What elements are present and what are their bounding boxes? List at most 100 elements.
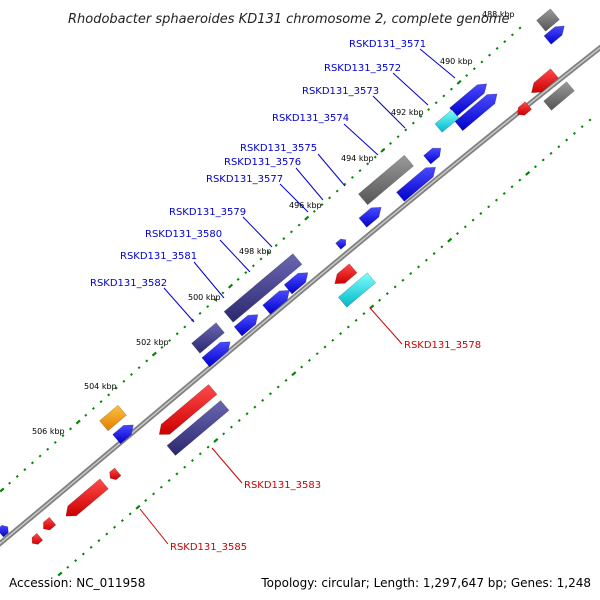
tick-mark-outer (160, 345, 164, 349)
tick-label-504: 504 kbp (84, 382, 117, 391)
tick-mark-outer (206, 305, 210, 309)
tick-mark-outer (236, 277, 240, 281)
tick-mark-inner (183, 465, 187, 469)
gene-label-3581: RSKD131_3581 (120, 251, 197, 262)
tick-mark-inner (276, 385, 280, 389)
tick-label-500: 500 kbp (188, 293, 221, 302)
tick-mark-inner (237, 418, 241, 422)
tick-mark-inner (261, 398, 265, 402)
tick-mark-inner (198, 452, 202, 456)
tick-mark-inner (401, 278, 405, 282)
gene-arrow-3580b (283, 272, 309, 295)
gene-rna-3573 (434, 109, 460, 133)
tick-mark-inner (432, 252, 436, 255)
tick-mark-outer (75, 419, 81, 425)
tick-mark-outer (366, 162, 370, 166)
genome-summary-text: Topology: circular; Length: 1,297,647 bp… (260, 576, 591, 590)
tick-mark-inner (167, 479, 171, 482)
tick-mark-inner (487, 205, 491, 209)
tick-mark-inner (385, 292, 389, 296)
reverse-leaders (139, 307, 403, 545)
tick-mark-outer (427, 108, 431, 112)
tick-mark-outer (84, 413, 88, 417)
tick-mark-outer (335, 189, 339, 193)
tick-mark-outer (449, 87, 453, 91)
tick-mark-inner (494, 198, 498, 202)
tick-mark-inner (339, 332, 343, 336)
tick-labels: 488 kbp 490 kbp 492 kbp 494 kbp 496 kbp … (32, 10, 515, 436)
gene-arrow-edge (0, 524, 9, 538)
gene-arrow-3576 (358, 206, 382, 228)
tick-mark-outer (259, 257, 263, 261)
tick-mark-outer (227, 283, 234, 289)
tick-mark-inner (424, 258, 428, 262)
gene-red-3583 (158, 384, 218, 435)
tick-mark-outer (396, 135, 400, 139)
tick-mark-outer (107, 393, 111, 397)
tick-mark-outer (503, 40, 507, 44)
tick-mark-outer (114, 386, 118, 390)
tick-mark-outer (175, 332, 179, 336)
tick-label-492: 492 kbp (391, 108, 424, 117)
tick-mark-outer (472, 67, 476, 71)
tick-mark-inner (113, 525, 117, 529)
tick-label-494: 494 kbp (341, 154, 374, 163)
tick-mark-inner (354, 318, 358, 322)
tick-mark-inner (66, 565, 70, 569)
reverse-gene-labels: RSKD131_3578 RSKD131_3583 RSKD131_3585 (170, 340, 481, 553)
tick-mark-inner (57, 571, 63, 577)
tick-mark-inner (222, 432, 226, 436)
tick-label-502: 502 kbp (136, 338, 169, 347)
tick-mark-outer (8, 481, 12, 485)
tick-mark-outer (221, 291, 225, 295)
tick-mark-inner (105, 532, 109, 536)
gene-arrow-3574 (396, 166, 436, 202)
tick-mark-outer (312, 209, 316, 213)
tick-label-506: 506 kbp (32, 427, 65, 436)
tick-mark-inner (463, 225, 467, 229)
gene-purple-3583 (166, 400, 230, 456)
tick-mark-outer (251, 264, 255, 268)
tick-mark-inner (518, 178, 522, 182)
tick-mark-inner (191, 459, 194, 462)
tick-mark-outer (518, 26, 522, 30)
tick-mark-inner (393, 285, 397, 289)
tick-mark-outer (419, 114, 423, 118)
gene-features (0, 8, 575, 545)
tick-mark-inner (74, 559, 78, 563)
tick-mark-outer (145, 359, 149, 363)
tick-mark-inner (525, 170, 531, 176)
tick-mark-inner (175, 472, 179, 476)
gene-arrow-3571 (543, 25, 565, 45)
gene-label-3573: RSKD131_3573 (302, 86, 379, 97)
tick-mark-outer (91, 406, 95, 410)
tick-mark-inner (362, 312, 366, 316)
gene-arrow-3580 (262, 289, 290, 315)
tick-mark-inner (378, 298, 382, 302)
tick-mark-inner (206, 445, 210, 449)
tick-mark-inner (284, 378, 288, 382)
gene-red-3585 (65, 478, 109, 517)
tick-mark-inner (97, 539, 101, 543)
tick-mark-outer (282, 237, 286, 241)
tick-mark-outer (411, 121, 415, 125)
tick-mark-outer (267, 250, 271, 254)
tick-mark-outer (15, 474, 19, 478)
gene-arrow-506 (112, 424, 134, 445)
tick-mark-inner (307, 358, 311, 362)
tick-mark-outer (289, 230, 293, 234)
tick-mark-outer (23, 468, 27, 472)
gene-label-3574: RSKD131_3574 (272, 113, 349, 124)
tick-mark-inner (135, 504, 141, 510)
gene-label-3585: RSKD131_3585 (170, 542, 247, 553)
tick-mark-inner (245, 412, 249, 416)
tick-mark-inner (440, 245, 444, 249)
tick-mark-outer (244, 271, 248, 275)
gene-label-3579: RSKD131_3579 (169, 207, 246, 218)
tick-mark-inner (213, 438, 219, 443)
tick-mark-outer (46, 447, 50, 451)
tick-mark-outer (61, 434, 65, 438)
tick-marks (0, 26, 592, 577)
tick-label-488: 488 kbp (482, 10, 515, 19)
forward-leaders (163, 48, 456, 323)
